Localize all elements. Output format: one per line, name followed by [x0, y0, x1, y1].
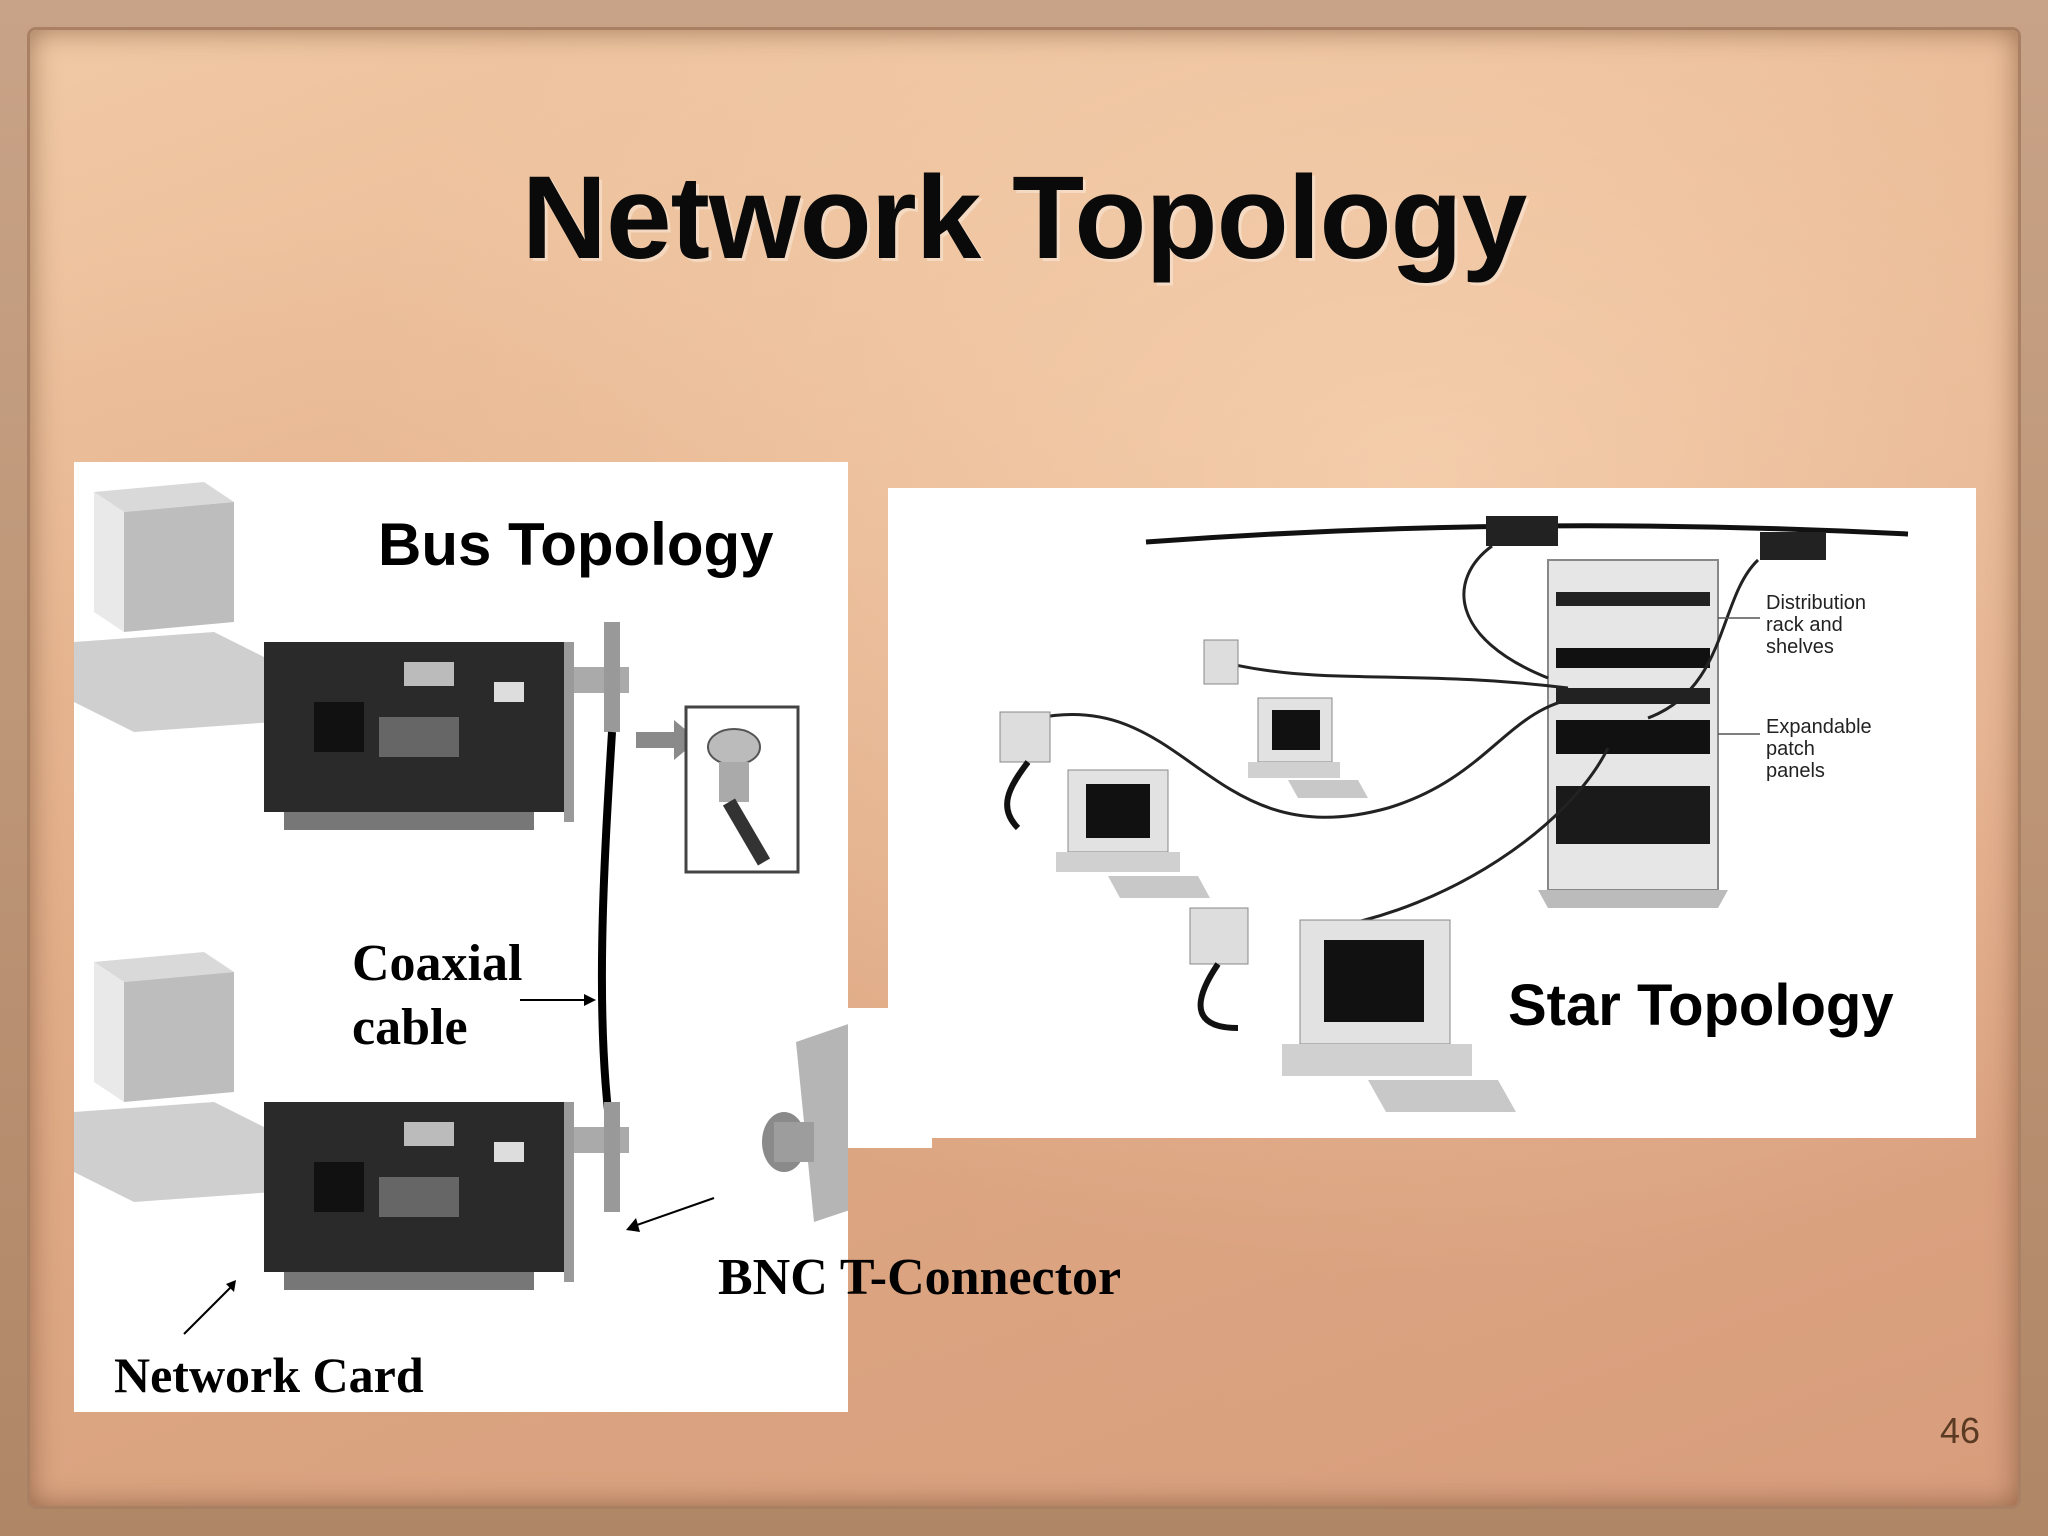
network-cable [1462, 544, 1549, 680]
rack-label: Distribution rack and shelves [1766, 592, 1906, 658]
page-number: 46 [1939, 1410, 1980, 1451]
coaxial-cable-label-line1: Coaxial [352, 935, 523, 992]
arrow-icon [183, 1285, 233, 1335]
network-cable [1004, 760, 1031, 831]
network-cable [1197, 962, 1239, 1031]
network-cable [1327, 747, 1610, 930]
rack-label-line3: shelves [1766, 636, 1834, 658]
hub-icon [1486, 516, 1558, 546]
computer-icon [1056, 769, 1210, 898]
patch-panel-label: Expandable patch panels [1766, 716, 1906, 782]
bnc-connector-icon [574, 1102, 629, 1212]
star-topology-panel: Distribution rack and shelves Expandable… [888, 488, 1976, 1138]
bnc-connector-icon [574, 622, 629, 732]
network-card-icon [264, 1102, 574, 1290]
bnc-t-connector-label: BNC T-Connector [718, 1249, 1122, 1306]
network-cable [1207, 656, 1569, 690]
network-cable [1037, 696, 1579, 819]
bnc-t-connector-icon [762, 1024, 848, 1222]
rack-label-line1: Distribution [1766, 592, 1867, 614]
wall-jack-icon [999, 711, 1051, 763]
backbone-cable [1145, 523, 1909, 545]
arrow-icon [636, 720, 698, 760]
wall-jack-icon [1189, 907, 1249, 965]
connector-closeup-icon [684, 705, 800, 874]
bus-topology-panel: Bus Topology Coaxial cable Network Card [74, 462, 848, 1412]
slide-title: Network Topology [521, 152, 1527, 284]
computer-icon [74, 952, 274, 1202]
coaxial-cable [597, 731, 616, 1143]
star-topology-title: Star Topology [1508, 973, 1894, 1038]
bus-topology-diagram [74, 482, 848, 1335]
computer-icon [74, 482, 274, 732]
star-topology-diagram [999, 516, 1909, 1112]
network-card-label: Network Card [114, 1347, 424, 1403]
wall-jack-icon [1203, 639, 1239, 685]
bus-topology-title: Bus Topology [378, 511, 774, 578]
coaxial-cable-label: Coaxial cable [352, 932, 522, 1060]
patch-label-line1: Expandable [1766, 716, 1872, 738]
network-cable [1647, 558, 1760, 720]
rack-label-line2: rack and [1766, 614, 1843, 636]
computer-icon [1282, 919, 1516, 1112]
arrow-icon [633, 1197, 715, 1227]
distribution-rack-icon [1538, 559, 1728, 908]
coaxial-cable-label-line2: cable [352, 999, 468, 1056]
computer-icon [1248, 697, 1368, 798]
patch-label-line3: panels [1766, 760, 1825, 782]
hub-icon [1760, 532, 1826, 560]
network-card-icon [264, 642, 574, 830]
patch-label-line2: patch [1766, 738, 1815, 760]
